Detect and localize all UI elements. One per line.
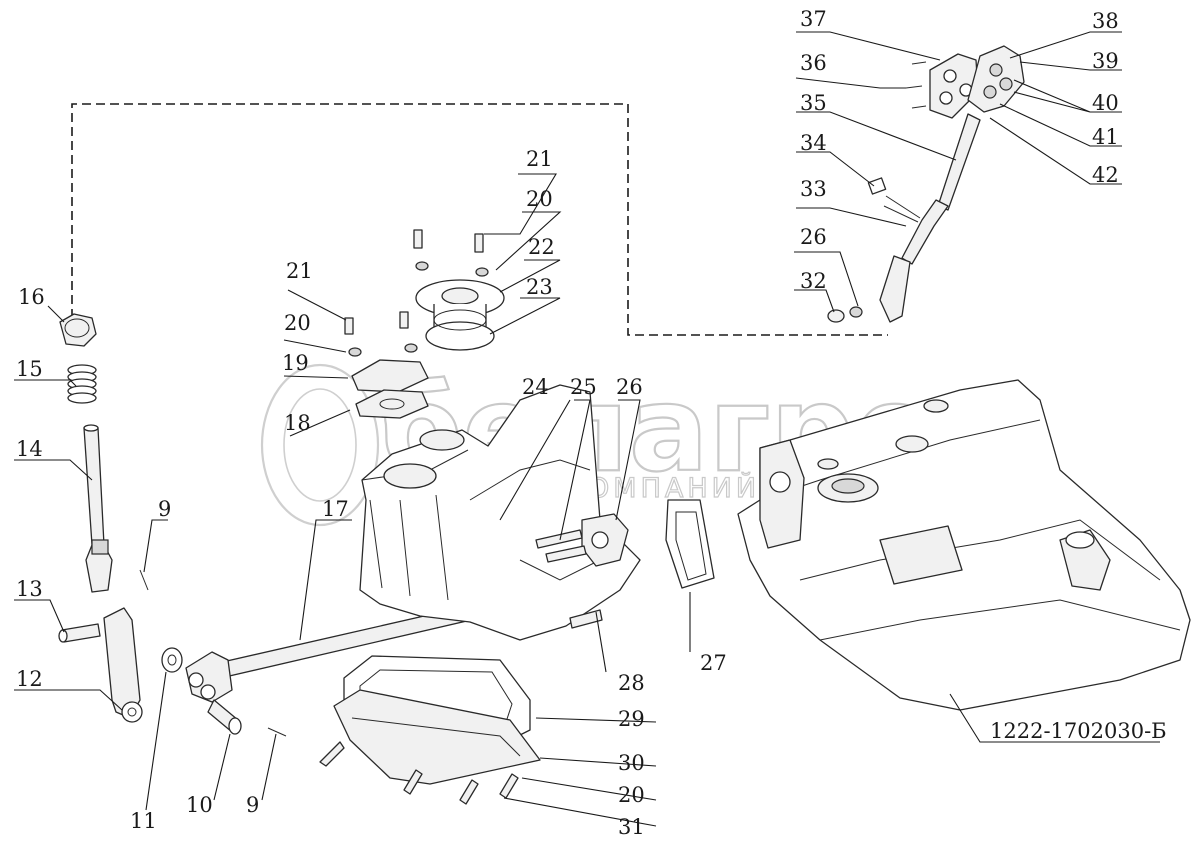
drawing-code: 1222-1702030-Б bbox=[990, 719, 1167, 743]
cover-plates bbox=[344, 311, 429, 419]
callout-11: 11 bbox=[130, 809, 157, 833]
callout-20-bottom: 20 bbox=[618, 783, 645, 807]
callout-42: 42 bbox=[1092, 163, 1119, 187]
callout-10: 10 bbox=[186, 793, 213, 817]
callout-20-top: 20 bbox=[526, 187, 553, 211]
callout-16: 16 bbox=[18, 285, 45, 309]
callout-33: 33 bbox=[800, 177, 827, 201]
gasket-18 bbox=[355, 389, 429, 419]
dashed-link-line bbox=[71, 103, 888, 336]
spring-15 bbox=[67, 364, 97, 404]
callout-27: 27 bbox=[700, 651, 727, 675]
callout-25: 25 bbox=[570, 375, 597, 399]
callout-13: 13 bbox=[16, 577, 43, 601]
callout-28: 28 bbox=[618, 671, 645, 695]
callout-9-bottom: 9 bbox=[246, 793, 259, 817]
washer-11 bbox=[161, 647, 183, 673]
lever-35 bbox=[937, 113, 981, 211]
callout-36: 36 bbox=[800, 51, 827, 75]
callout-15: 15 bbox=[16, 357, 43, 381]
callout-21-left: 21 bbox=[286, 259, 313, 283]
callout-23: 23 bbox=[526, 275, 553, 299]
callout-34: 34 bbox=[800, 131, 827, 155]
left-lever-assembly bbox=[58, 313, 183, 723]
leader-lines bbox=[14, 31, 1160, 827]
callout-14: 14 bbox=[16, 437, 43, 461]
callout-35: 35 bbox=[800, 91, 827, 115]
center-housing bbox=[359, 384, 641, 641]
callout-20-left: 20 bbox=[284, 311, 311, 335]
callout-40: 40 bbox=[1092, 91, 1119, 115]
callout-26-right: 26 bbox=[800, 225, 827, 249]
base-23 bbox=[425, 321, 495, 351]
pin-13 bbox=[61, 623, 101, 643]
callout-30: 30 bbox=[618, 751, 645, 775]
gasket-27 bbox=[665, 499, 715, 589]
plate-19 bbox=[351, 359, 429, 393]
callout-38: 38 bbox=[1092, 9, 1119, 33]
callout-18: 18 bbox=[284, 411, 311, 435]
callout-37: 37 bbox=[800, 7, 827, 31]
callout-31: 31 bbox=[618, 815, 645, 839]
callout-labels: 16 15 14 9 13 12 11 10 9 17 18 19 20 21 … bbox=[16, 7, 1119, 839]
callout-29: 29 bbox=[618, 707, 645, 731]
callout-21-top: 21 bbox=[526, 147, 553, 171]
pan-30 bbox=[333, 689, 541, 785]
bracket-26 bbox=[879, 255, 911, 323]
callout-12: 12 bbox=[16, 667, 43, 691]
callout-24: 24 bbox=[522, 375, 549, 399]
callout-26-center: 26 bbox=[616, 375, 643, 399]
rod-14 bbox=[83, 427, 113, 593]
housing-38 bbox=[967, 45, 1025, 113]
bottom-cover bbox=[319, 655, 541, 805]
main-housing bbox=[737, 379, 1191, 711]
callout-19: 19 bbox=[282, 351, 309, 375]
callout-22: 22 bbox=[528, 235, 555, 259]
callout-17: 17 bbox=[322, 497, 349, 521]
callout-39: 39 bbox=[1092, 49, 1119, 73]
callout-32: 32 bbox=[800, 269, 827, 293]
shift-lever-assembly bbox=[827, 45, 1025, 323]
callout-9-top: 9 bbox=[158, 497, 171, 521]
lever-12 bbox=[103, 607, 141, 719]
bearing-housing bbox=[413, 229, 505, 351]
nut-16 bbox=[59, 313, 97, 347]
callout-41: 41 bbox=[1092, 125, 1119, 149]
